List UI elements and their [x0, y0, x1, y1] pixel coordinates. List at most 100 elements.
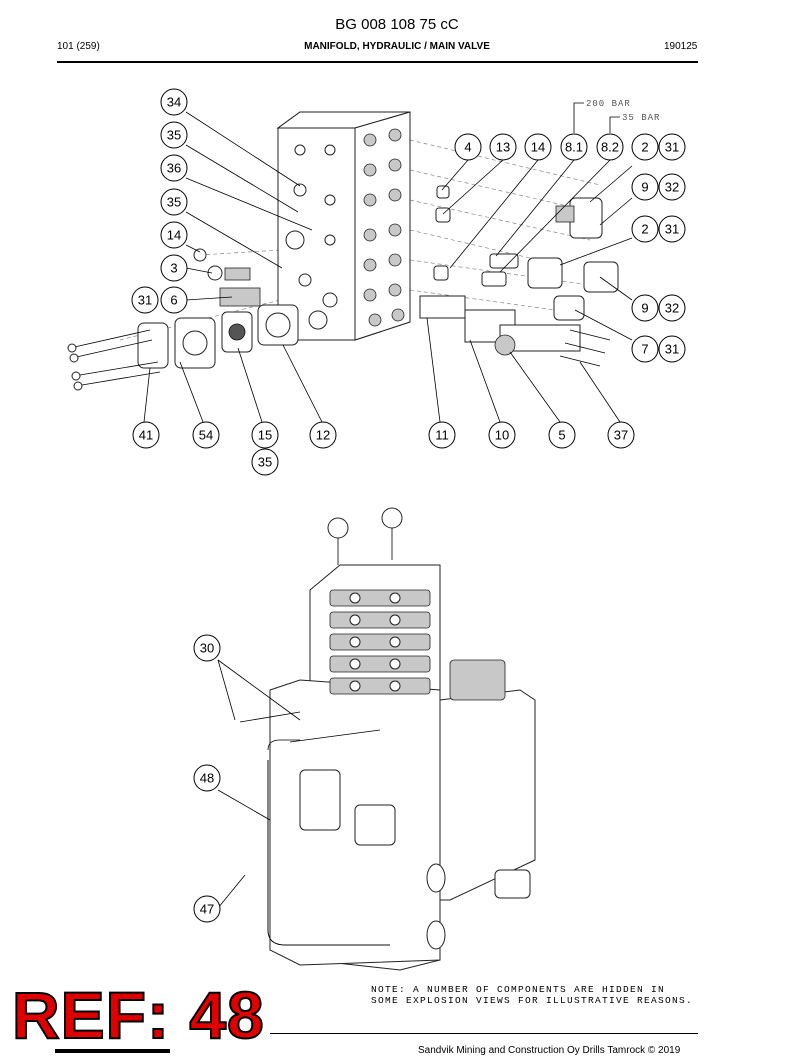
callout-number: 36 [167, 161, 181, 176]
callout-number: 11 [435, 428, 449, 443]
callout-top-23: 41 [132, 421, 160, 449]
callout-number: 5 [558, 428, 565, 443]
callout-bottom-1: 48 [193, 764, 221, 792]
callout-top-17: 2 [631, 215, 659, 243]
callout-number: 37 [614, 428, 628, 443]
solenoid [527, 257, 563, 289]
plug-fitting [193, 248, 207, 262]
callout-circle [160, 121, 188, 149]
callout-number: 30 [200, 641, 214, 656]
callout-circle [160, 286, 188, 314]
solenoid [494, 869, 531, 899]
solenoid [299, 769, 341, 831]
adapter [224, 267, 251, 281]
callout-top-29: 10 [488, 421, 516, 449]
callout-top-24: 54 [192, 421, 220, 449]
callout-top-25: 15 [251, 421, 279, 449]
callout-number: 31 [665, 222, 679, 237]
callout-top-4: 14 [160, 221, 188, 249]
manifold-ports [285, 128, 405, 330]
callout-top-22: 31 [658, 335, 686, 363]
callout-number: 31 [665, 342, 679, 357]
callout-circle [251, 421, 279, 449]
callout-number: 14 [167, 228, 181, 243]
solenoid [354, 804, 396, 846]
callout-top-26: 35 [251, 448, 279, 476]
callout-number: 2 [641, 222, 648, 237]
callout-top-10: 14 [524, 133, 552, 161]
callout-number: 15 [258, 428, 272, 443]
callout-number: 4 [464, 140, 471, 155]
callout-top-20: 32 [658, 294, 686, 322]
callout-top-0: 34 [160, 88, 188, 116]
callout-top-12: 8.2 [596, 133, 624, 161]
ref-stamp: REF: 48 [11, 978, 265, 1052]
callout-number: 31 [138, 293, 152, 308]
callout-top-27: 12 [309, 421, 337, 449]
callout-top-6: 31 [131, 286, 159, 314]
valve-sections [329, 589, 431, 695]
callout-top-21: 7 [631, 335, 659, 363]
callout-circle [631, 133, 659, 161]
callout-number: 14 [531, 140, 545, 155]
callout-number: 54 [199, 428, 213, 443]
callout-top-31: 37 [607, 421, 635, 449]
note-line-1: NOTE: A NUMBER OF COMPONENTS ARE HIDDEN … [371, 984, 666, 995]
document-number: BG 008 108 75 cC [335, 16, 459, 33]
callout-top-9: 13 [489, 133, 517, 161]
callout-top-15: 9 [631, 173, 659, 201]
pressure-label-200: 200 BAR [586, 99, 631, 109]
callout-circle [193, 895, 221, 923]
copyright-footer: Sandvik Mining and Construction Oy Drill… [418, 1045, 681, 1056]
flange-half [137, 322, 169, 369]
leader-lines [143, 111, 633, 423]
callout-circle [160, 221, 188, 249]
bolts [67, 329, 161, 391]
callout-circle [658, 133, 686, 161]
pressure-label-35: 35 BAR [622, 113, 660, 123]
callout-top-7: 6 [160, 286, 188, 314]
callout-number: 8.1 [565, 140, 583, 155]
document-date: 190125 [664, 41, 698, 52]
callout-circle [132, 421, 160, 449]
valve-cartridge [219, 287, 261, 307]
callout-number: 9 [641, 301, 648, 316]
callout-circle [488, 421, 516, 449]
callout-circle [560, 133, 588, 161]
callout-top-2: 36 [160, 154, 188, 182]
callout-circle [192, 421, 220, 449]
callout-circle [524, 133, 552, 161]
callout-circle [658, 335, 686, 363]
lifting-eye [381, 507, 403, 529]
callout-number: 41 [139, 428, 153, 443]
callout-top-19: 9 [631, 294, 659, 322]
callout-circle [658, 173, 686, 201]
lifting-eye [327, 517, 349, 539]
callout-number: 34 [167, 95, 181, 110]
callout-circle [428, 421, 456, 449]
callout-number: 47 [200, 902, 214, 917]
callout-top-1: 35 [160, 121, 188, 149]
callout-circle [193, 634, 221, 662]
solenoid [583, 261, 619, 293]
callout-number: 31 [665, 140, 679, 155]
solenoid [553, 295, 585, 321]
callout-bottom-2: 47 [193, 895, 221, 923]
callout-circle [658, 215, 686, 243]
callout-circle [658, 294, 686, 322]
callout-number: 48 [200, 771, 214, 786]
callout-number: 13 [496, 140, 510, 155]
callout-top-13: 2 [631, 133, 659, 161]
callout-number: 35 [258, 455, 272, 470]
callout-number: 8.2 [601, 140, 619, 155]
callout-circle [631, 173, 659, 201]
callout-top-8: 4 [454, 133, 482, 161]
callout-top-30: 5 [548, 421, 576, 449]
callout-circle [596, 133, 624, 161]
callout-circle [193, 764, 221, 792]
callout-number: 32 [665, 301, 679, 316]
callout-number: 35 [167, 195, 181, 210]
callout-bottom-0: 30 [193, 634, 221, 662]
